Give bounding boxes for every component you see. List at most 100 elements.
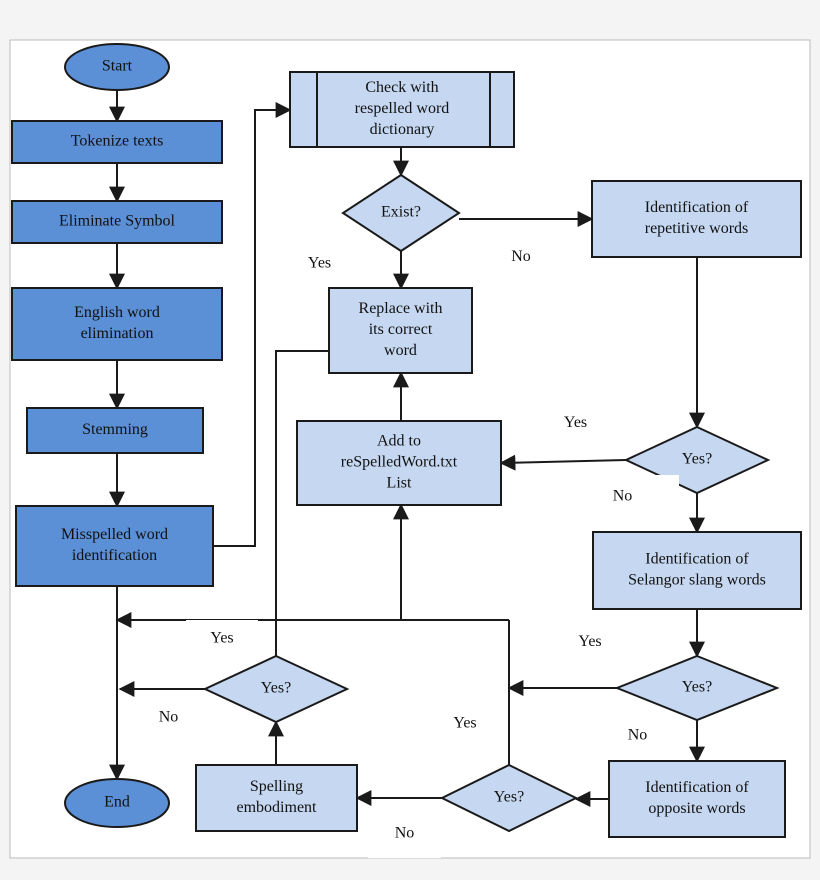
edge-label-text: No [613, 488, 633, 505]
edges [109, 90, 705, 807]
edge-label-box [132, 697, 205, 739]
yes4-label-line: Yes? [261, 680, 291, 697]
yes3-label-line: Yes? [494, 789, 524, 806]
node-yes4: Yes? [202, 654, 350, 724]
edge-label-box [566, 475, 679, 519]
yes1-label-line: Yes? [682, 451, 712, 468]
edge-label-rep-yes: Yes [539, 400, 612, 447]
eliminate-shape [11, 200, 223, 244]
edge-label-slang-no: No [601, 715, 674, 757]
edge-replace-end [275, 350, 329, 656]
yes2-label-line: Yes? [682, 679, 712, 696]
repetitive-label-line: Identification of [645, 199, 749, 216]
edge-label-text: Yes [308, 255, 331, 272]
check-label-line: Check with [365, 79, 438, 96]
misspelled-label-line: Misspelled word [61, 526, 168, 543]
add-label-line: List [387, 475, 412, 492]
node-yes2: Yes? [614, 654, 780, 722]
english-label-line: elimination [81, 325, 154, 342]
embodiment-label-line: Spelling [250, 778, 303, 795]
embodiment-shape [195, 764, 358, 832]
repetitive-shape [591, 180, 802, 258]
node-tokenize: Tokenize texts [11, 120, 223, 164]
edge-label-rep-no: No [566, 475, 679, 519]
node-start: Start [64, 43, 170, 91]
eliminate-label-line: Eliminate Symbol [59, 213, 176, 230]
add-label-line: Add to [377, 433, 421, 450]
edge-label-box [186, 620, 258, 658]
slang-shape [592, 531, 802, 610]
node-check: Check with respelled word dictionary [289, 71, 515, 148]
edge-label-opp-yes: Yes [430, 703, 500, 745]
edge-label-text: No [628, 727, 648, 744]
edge-label-box [553, 620, 627, 665]
opposite-shape [608, 760, 786, 838]
check-shape [289, 71, 515, 148]
node-english: English word elimination [11, 287, 223, 361]
stemming-label-line: Stemming [82, 421, 148, 438]
english-label-line: English word [74, 304, 160, 321]
edge-label-emb-no: No [132, 697, 205, 739]
replace-label-line: Replace with [359, 300, 443, 317]
edge-label-box [539, 400, 612, 447]
end-label-line: End [104, 794, 130, 811]
node-opposite: Identification of opposite words [608, 760, 786, 838]
node-yes3: Yes? [439, 763, 579, 833]
edge-label-text: No [159, 709, 179, 726]
tokenize-shape [11, 120, 223, 164]
start-shape [64, 43, 170, 91]
check-label-line: respelled word [355, 100, 450, 117]
slang-label-line: Selangor slang words [628, 572, 766, 589]
english-shape [11, 287, 223, 361]
add-shape [296, 420, 502, 506]
check-label-line: dictionary [370, 121, 435, 138]
yes2-shape [614, 654, 780, 722]
node-repetitive: Identification of repetitive words [591, 180, 802, 258]
node-replace: Replace with its correct word [328, 287, 473, 374]
edge-label-box [430, 703, 500, 745]
edge-label-box [486, 230, 556, 285]
edge-label-box [282, 243, 357, 285]
stemming-shape [26, 407, 204, 454]
edge-label-text: Yes [453, 715, 476, 732]
edge-label-text: No [395, 825, 415, 842]
edge-label-text: Yes [564, 414, 587, 431]
edge-label-exist-yes: Yes [282, 243, 357, 285]
end-shape [64, 778, 170, 828]
edge-label-opp-no: No [368, 810, 441, 858]
opposite-label-line: opposite words [648, 800, 745, 817]
exist-shape [341, 173, 461, 253]
add-label-line: reSpelledWord.txt [341, 454, 458, 471]
tokenize-label-line: Tokenize texts [71, 133, 164, 150]
misspelled-shape [15, 505, 214, 587]
edge-label-text: Yes [210, 630, 233, 647]
replace-shape [328, 287, 473, 374]
node-end: End [64, 778, 170, 828]
repetitive-label-line: repetitive words [645, 220, 749, 237]
node-eliminate: Eliminate Symbol [11, 200, 223, 244]
node-stemming: Stemming [26, 407, 204, 454]
node-embodiment: Spelling embodiment [195, 764, 358, 832]
edge-label-text: No [511, 248, 531, 265]
start-label-line: Start [102, 58, 133, 75]
replace-label-line: word [384, 342, 417, 359]
edge-misspelled-check [213, 102, 292, 547]
slang-label-line: Identification of [645, 551, 749, 568]
misspelled-label-line: identification [72, 547, 157, 564]
edge-yes1-add [499, 454, 627, 471]
exist-label-line: Exist? [381, 204, 421, 221]
yes3-shape [439, 763, 579, 833]
embodiment-label-line: embodiment [237, 799, 318, 816]
edge-label-box [368, 810, 441, 858]
opposite-label-line: Identification of [645, 779, 749, 796]
yes4-shape [202, 654, 350, 724]
edge-label-text: Yes [578, 633, 601, 650]
node-misspelled: Misspelled word identification [15, 505, 214, 587]
edge-label-exist-no: No [486, 230, 556, 285]
replace-label-line: its correct [369, 321, 433, 338]
